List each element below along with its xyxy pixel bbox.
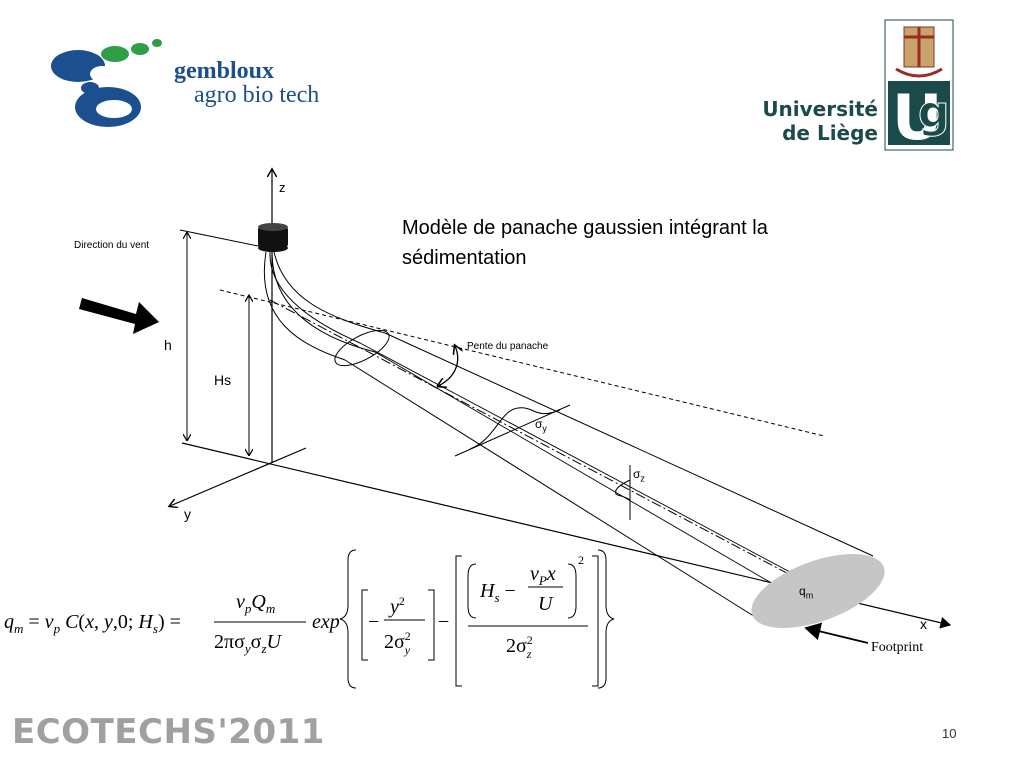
- plume-envelope-inner-1: [359, 342, 791, 573]
- plume-slope-label: Pente du panache: [467, 341, 549, 352]
- svg-text:exp: exp: [312, 611, 340, 633]
- footprint-label: Footprint: [871, 640, 924, 655]
- plume-cross-section: [334, 329, 390, 367]
- plume-line-1: [269, 251, 361, 344]
- wind-arrow-icon: [79, 298, 159, 334]
- footprint-ellipse: [751, 554, 885, 628]
- sigma-z-gaussian: [615, 479, 631, 501]
- svg-text:U: U: [538, 593, 554, 615]
- gembloux-logo: gembloux agro bio tech: [0, 0, 340, 140]
- gembloux-logo-mark: [51, 39, 162, 127]
- svg-text:g: g: [918, 87, 950, 138]
- plume-centerline: [269, 299, 801, 581]
- ulg-logo: Université de Liège U g: [760, 15, 960, 155]
- gembloux-logo-word1: gembloux: [174, 58, 275, 84]
- h-label: h: [164, 337, 172, 353]
- x-axis-label: x: [920, 616, 927, 632]
- svg-text:2: 2: [578, 553, 584, 567]
- z-axis-label: z: [279, 180, 286, 195]
- svg-text:2πσyσzU: 2πσyσzU: [214, 631, 283, 656]
- plume-line-3: [263, 251, 346, 361]
- h-top-line: [179, 229, 269, 249]
- svg-text:U: U: [892, 81, 942, 153]
- footprint-pointer-arrow: [804, 622, 869, 644]
- plume-line-4: [271, 251, 376, 353]
- y-axis-label: y: [184, 506, 191, 522]
- ulg-crest-icon: U g: [884, 19, 954, 153]
- qm-label: qm: [799, 584, 814, 601]
- sigma-y-label: σy: [535, 417, 547, 434]
- plume-envelope-inner-2: [374, 351, 781, 589]
- svg-text:qm = vp C(x, y,0; Hs) =: qm = vp C(x, y,0; Hs) =: [4, 611, 181, 636]
- svg-text:−: −: [438, 611, 449, 633]
- page-number: 10: [942, 726, 957, 741]
- wind-direction-label: Direction du vent: [74, 240, 150, 251]
- plume-envelope-upper: [384, 332, 874, 557]
- plume-slope-line: [219, 289, 825, 437]
- ulg-logo-line1: Université: [762, 97, 878, 121]
- ulg-logo-line2: de Liège: [782, 121, 878, 145]
- sigma-y-gaussian: [469, 407, 561, 450]
- svg-text:−: −: [368, 611, 379, 633]
- svg-text:vpQm: vpQm: [236, 591, 275, 616]
- plume-envelope-lower: [344, 359, 761, 621]
- svg-text:Hs −: Hs −: [479, 580, 516, 605]
- source-nozzle: [258, 226, 288, 248]
- gaussian-plume-equation: qm = vp C(x, y,0; Hs) = vpQm 2πσyσzU exp…: [4, 549, 615, 689]
- plume-line-2: [273, 251, 386, 334]
- footer-event-name: ECOTECHS'2011: [12, 712, 325, 752]
- svg-text:y2: y2: [388, 594, 405, 618]
- gembloux-logo-word2: agro bio tech: [194, 82, 320, 108]
- slide-title: Modèle de panache gaussien intégrant la …: [402, 217, 768, 269]
- sigma-z-label: σz: [633, 467, 645, 484]
- plume-slope-arrow: [438, 346, 458, 386]
- svg-text:vPx: vPx: [530, 563, 556, 588]
- hs-label: Hs: [214, 372, 232, 388]
- y-axis: [170, 447, 307, 506]
